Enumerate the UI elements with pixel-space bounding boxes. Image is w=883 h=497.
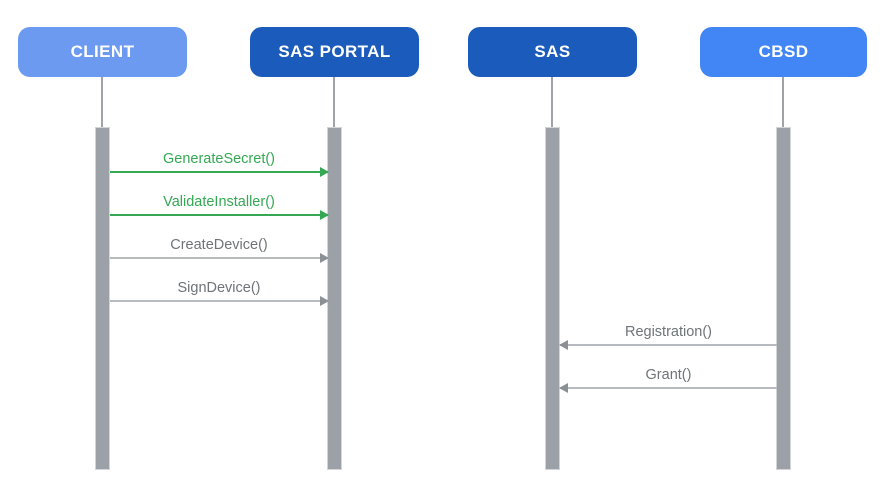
lifeline-sas <box>551 77 553 127</box>
message-arrow-line <box>110 253 329 263</box>
message-grant: Grant() <box>559 367 777 393</box>
activation-bar-sas-portal <box>327 127 342 470</box>
message-grant-label: Grant() <box>645 367 692 383</box>
arrowhead-left-icon <box>559 383 568 393</box>
message-validate-installer-label: ValidateInstaller() <box>163 194 275 210</box>
actor-sas-label: SAS <box>534 42 571 61</box>
actor-sas-portal-label: SAS PORTAL <box>278 42 391 61</box>
message-arrow-line <box>559 383 777 393</box>
arrowhead-left-icon <box>559 340 568 350</box>
message-generate-secret-label: GenerateSecret() <box>162 151 276 167</box>
message-sign-device-label: SignDevice() <box>177 280 261 296</box>
message-registration-label: Registration() <box>624 324 713 340</box>
activation-bar-client <box>95 127 110 470</box>
message-create-device-label: CreateDevice() <box>170 237 268 253</box>
message-generate-secret: GenerateSecret() <box>110 151 329 177</box>
arrowhead-right-icon <box>320 296 329 306</box>
activation-bar-cbsd <box>776 127 791 470</box>
message-arrow-line <box>110 296 329 306</box>
message-arrow-line <box>559 340 777 350</box>
lifeline-cbsd <box>782 77 784 127</box>
actor-client-label: CLIENT <box>70 42 135 61</box>
arrowhead-right-icon <box>320 210 329 220</box>
actor-sas: SAS <box>468 27 637 77</box>
actor-cbsd: CBSD <box>700 27 867 77</box>
message-arrow-line <box>110 210 329 220</box>
arrowhead-right-icon <box>320 253 329 263</box>
message-registration: Registration() <box>559 324 777 350</box>
lifeline-sas-portal <box>333 77 335 127</box>
message-validate-installer: ValidateInstaller() <box>110 194 329 220</box>
activation-bar-sas <box>545 127 560 470</box>
message-sign-device: SignDevice() <box>110 280 329 306</box>
arrowhead-right-icon <box>320 167 329 177</box>
actor-cbsd-label: CBSD <box>758 42 809 61</box>
message-arrow-line <box>110 167 329 177</box>
message-create-device: CreateDevice() <box>110 237 329 263</box>
actor-client: CLIENT <box>18 27 187 77</box>
actor-sas-portal: SAS PORTAL <box>250 27 419 77</box>
lifeline-client <box>101 77 103 127</box>
